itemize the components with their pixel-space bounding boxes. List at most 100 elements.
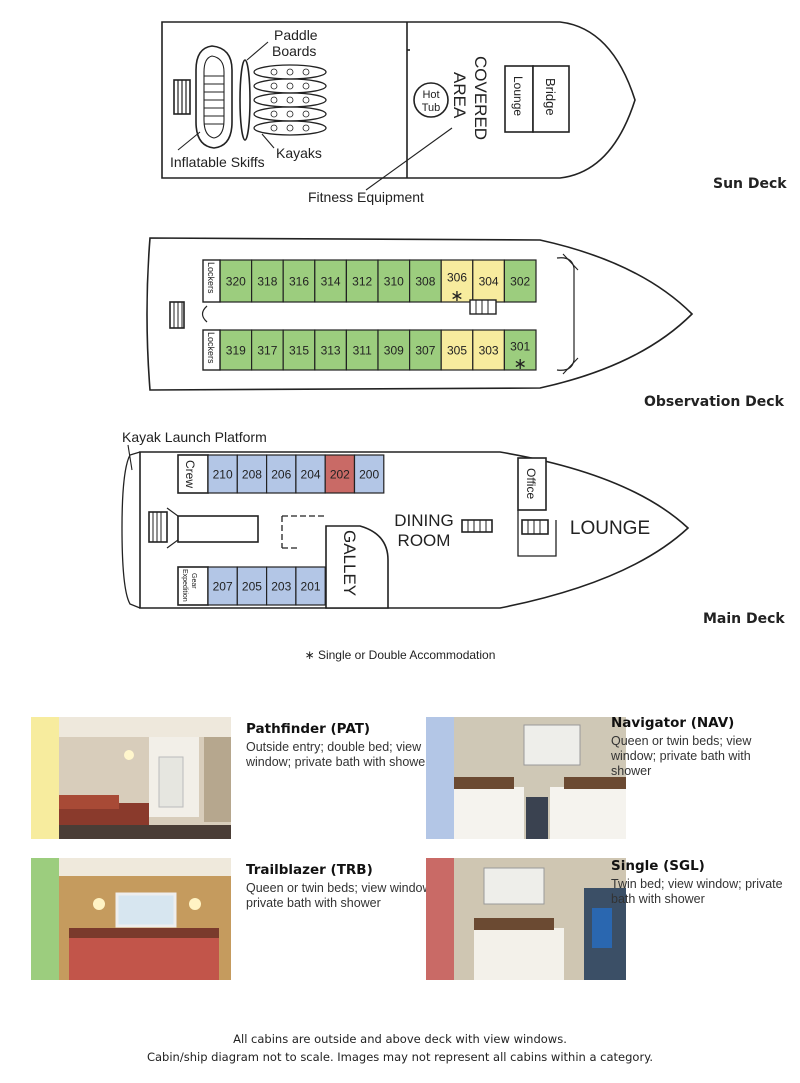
cabin-304: 304 bbox=[472, 259, 505, 303]
cabin-302-cell bbox=[503, 259, 537, 303]
cabin-210-number: 210 bbox=[213, 467, 233, 481]
main-bottom-cabins: 207 205 203 201 bbox=[207, 566, 326, 606]
cabin-315: 315 bbox=[282, 329, 316, 371]
office-box bbox=[517, 457, 547, 511]
trailblazer-color-swatch bbox=[31, 858, 59, 980]
navigator-cabin-photo bbox=[454, 717, 626, 839]
cabin-206-cell bbox=[266, 454, 297, 494]
cabin-317: 317 bbox=[251, 329, 284, 371]
pathfinder-name: Pathfinder (PAT) bbox=[246, 721, 371, 737]
accommodation-star-icon: ∗ bbox=[450, 288, 463, 305]
lockers-top-label: Lockers bbox=[206, 262, 216, 294]
cabin-200-number: 200 bbox=[359, 467, 379, 481]
cabin-317-number: 317 bbox=[257, 343, 277, 357]
sun-deck bbox=[161, 21, 636, 191]
hot-tub-shape bbox=[413, 82, 449, 118]
bridge-box bbox=[532, 65, 570, 133]
cabin-204: 204 bbox=[295, 454, 326, 494]
cabin-206: 206 bbox=[266, 454, 297, 494]
cabin-202: 202 bbox=[324, 454, 356, 494]
main-lounge-label: LOUNGE bbox=[570, 518, 650, 539]
cabin-203-number: 203 bbox=[271, 579, 291, 593]
cabin-312: 312 bbox=[345, 259, 379, 303]
cabin-304-cell bbox=[472, 259, 505, 303]
paddle-board-shape bbox=[239, 59, 251, 141]
cabin-320: 320 bbox=[219, 259, 253, 303]
single-cabin-photo bbox=[454, 858, 626, 980]
cabin-208: 208 bbox=[236, 454, 268, 494]
pathfinder-cabin-photo bbox=[59, 717, 231, 839]
cabin-201-cell bbox=[295, 566, 326, 606]
cabin-200-cell bbox=[353, 454, 385, 494]
galley-room bbox=[325, 525, 389, 609]
cabin-301: 301∗ bbox=[503, 329, 537, 373]
cabin-319: 319 bbox=[219, 329, 253, 371]
cabin-319-number: 319 bbox=[226, 343, 246, 357]
cabin-210-cell bbox=[207, 454, 238, 494]
cabin-318-number: 318 bbox=[257, 274, 277, 288]
bridge-label: Bridge bbox=[543, 78, 558, 116]
cabin-313: 313 bbox=[314, 329, 347, 371]
cabin-316-cell bbox=[282, 259, 316, 303]
cabin-208-number: 208 bbox=[242, 467, 262, 481]
cabin-307-cell bbox=[409, 329, 442, 371]
cabin-200: 200 bbox=[353, 454, 385, 494]
cabin-320-number: 320 bbox=[226, 274, 246, 288]
cabin-card-pathfinder: Pathfinder (PAT) Outside entry; double b… bbox=[31, 717, 429, 839]
lockers-top-box bbox=[202, 259, 221, 303]
cabin-205: 205 bbox=[236, 566, 268, 606]
cabin-301-number: 301 bbox=[510, 339, 530, 353]
sun-deck-hull bbox=[161, 21, 636, 179]
navigator-color-swatch bbox=[426, 717, 454, 839]
cabin-card-trailblazer: Trailblazer (TRB) Queen or twin beds; vi… bbox=[31, 858, 435, 980]
cabin-315-number: 315 bbox=[289, 343, 309, 357]
cabin-207-cell bbox=[207, 566, 238, 606]
pathfinder-color-swatch bbox=[31, 717, 59, 839]
expedition-gear-label-2: Gear bbox=[190, 573, 197, 589]
cabin-310-cell bbox=[377, 259, 411, 303]
lockers-bottom-box bbox=[202, 329, 221, 371]
paddle-boards-label-2: Boards bbox=[272, 43, 316, 59]
navigator-name: Navigator (NAV) bbox=[611, 715, 735, 731]
dining-room-label-1: DINING bbox=[394, 511, 454, 530]
cabin-310-number: 310 bbox=[384, 274, 404, 288]
trailblazer-description: Queen or twin beds; view window; private… bbox=[246, 881, 435, 910]
cabin-306-number: 306 bbox=[447, 270, 467, 284]
footer-line-2: Cabin/ship diagram not to scale. Images … bbox=[146, 1050, 654, 1064]
cabin-310: 310 bbox=[377, 259, 411, 303]
cabin-201-number: 201 bbox=[301, 579, 321, 593]
sun-deck-label: Sun Deck bbox=[713, 176, 787, 192]
cabin-205-cell bbox=[236, 566, 268, 606]
crew-label: Crew bbox=[183, 460, 197, 488]
cabin-202-cell bbox=[324, 454, 356, 494]
cabin-316-number: 316 bbox=[289, 274, 309, 288]
cabin-311: 311 bbox=[345, 329, 379, 371]
cabin-302-number: 302 bbox=[510, 274, 530, 288]
cabin-204-number: 204 bbox=[301, 467, 321, 481]
cabin-306-cell bbox=[440, 259, 474, 303]
expedition-gear-label-1: Expedition bbox=[181, 569, 188, 602]
cabin-207-number: 207 bbox=[213, 579, 233, 593]
paddle-boards-label-1: Paddle bbox=[274, 27, 318, 43]
cabin-206-number: 206 bbox=[271, 467, 291, 481]
cabin-203-cell bbox=[266, 566, 297, 606]
cabin-205-number: 205 bbox=[242, 579, 262, 593]
trailblazer-cabin-photo bbox=[59, 858, 231, 980]
cabin-308-cell bbox=[409, 259, 442, 303]
inflatable-skiffs-label: Inflatable Skiffs bbox=[170, 154, 265, 170]
cabin-317-cell bbox=[251, 329, 284, 371]
cabin-314: 314 bbox=[314, 259, 347, 303]
cabin-309: 309 bbox=[377, 329, 411, 371]
cabin-307-number: 307 bbox=[415, 343, 435, 357]
navigator-description: Queen or twin beds; view window; private… bbox=[611, 734, 752, 778]
kayak-shapes bbox=[253, 64, 327, 136]
cabin-306: 306 ∗ bbox=[440, 259, 474, 305]
cabin-203: 203 bbox=[266, 566, 297, 606]
cabin-304-number: 304 bbox=[479, 274, 499, 288]
covered-area-label-1: COVERED bbox=[471, 56, 490, 140]
cabin-307: 307 bbox=[409, 329, 442, 371]
cabin-309-number: 309 bbox=[384, 343, 404, 357]
cabin-311-cell bbox=[345, 329, 379, 371]
